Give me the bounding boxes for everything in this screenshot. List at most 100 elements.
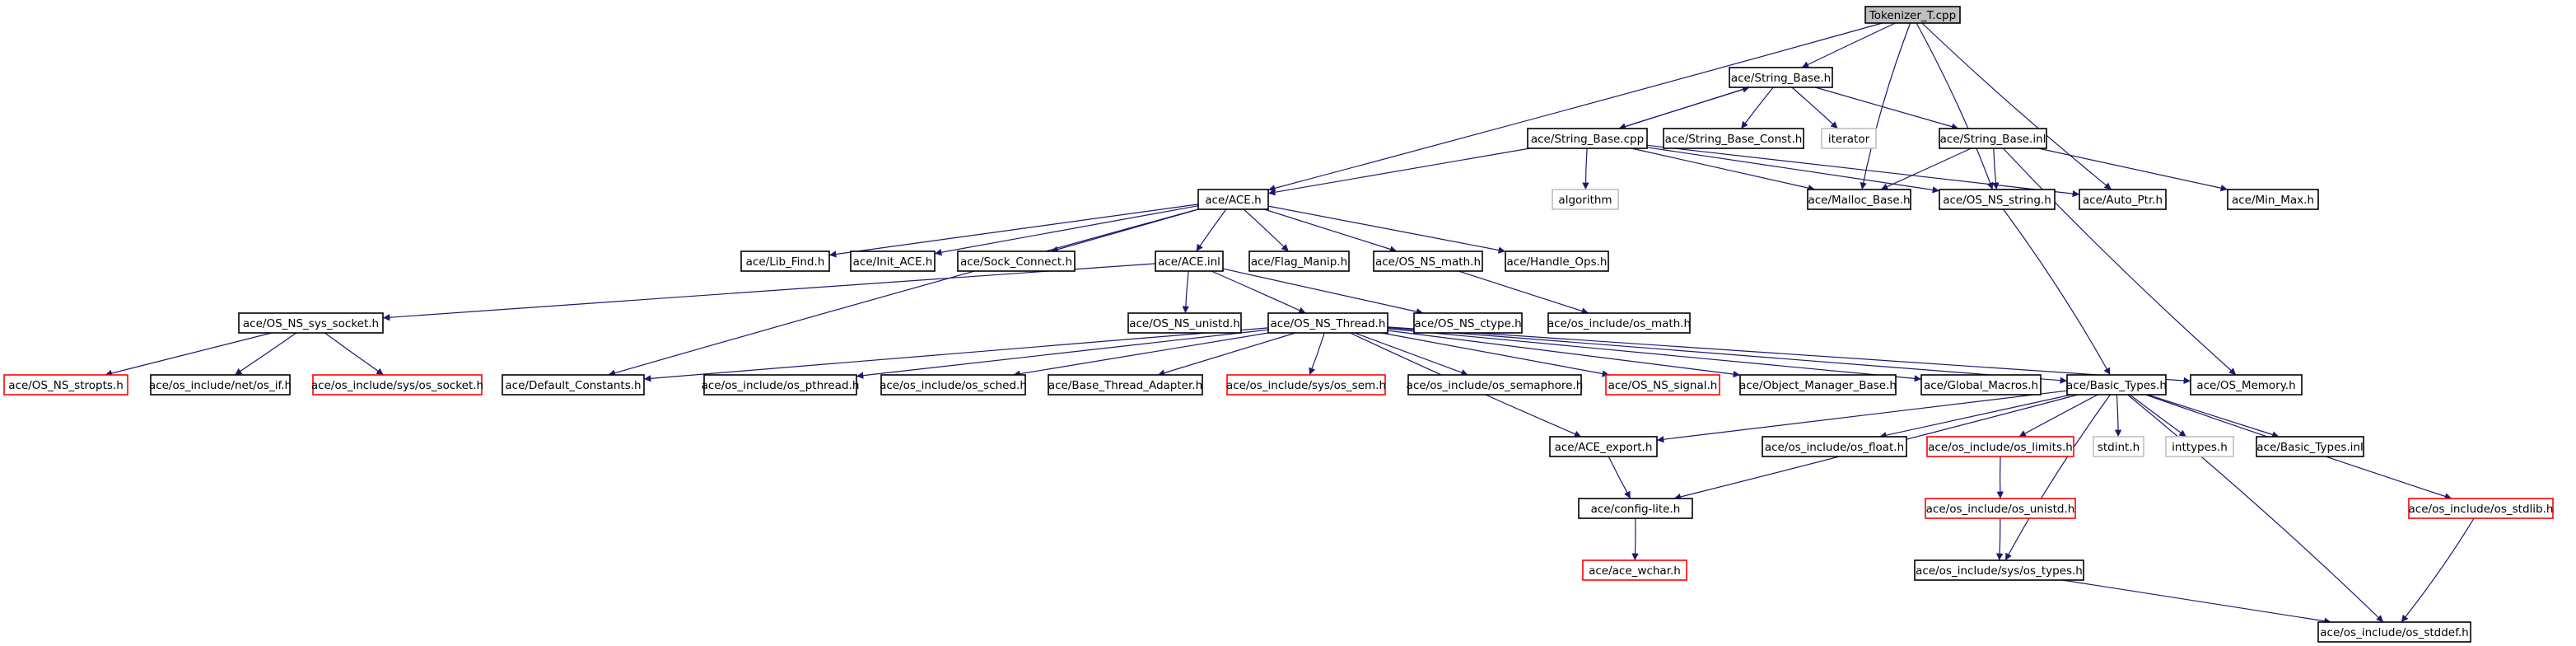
node-wchar[interactable]: ace/ace_wchar.h (1582, 559, 1687, 581)
node-label: ace/os_include/os_pthread.h (702, 379, 860, 392)
node-strbase[interactable]: ace/String_Base.h (1729, 67, 1833, 88)
node-globmac[interactable]: ace/Global_Macros.h (1920, 374, 2042, 396)
edge-tok-to-aceh (1267, 22, 1883, 192)
node-syssocket[interactable]: ace/os_include/sys/os_socket.h (311, 374, 483, 396)
node-osfloat[interactable]: ace/os_include/os_float.h (1762, 436, 1907, 457)
node-label: ace/config-lite.h (1591, 503, 1681, 516)
node-box (502, 374, 645, 396)
dependency-edges (105, 22, 2475, 625)
node-basictypes[interactable]: ace/Basic_Types.h (2066, 374, 2167, 396)
edge-aceh-to-initace (934, 205, 1199, 256)
node-defconst[interactable]: ace/Default_Constants.h (502, 374, 645, 396)
edge-ossyssock-to-stropts (105, 332, 273, 377)
node-box (150, 374, 291, 396)
edge-aceinl-to-osctype (1222, 268, 1424, 316)
node-sched[interactable]: ace/os_include/os_sched.h (880, 374, 1027, 396)
node-flag[interactable]: ace/Flag_Manip.h (1248, 250, 1350, 272)
edge-osthread-to-semaphore (1354, 332, 1468, 377)
file-nodes: Tokenizer_T.cpp ace/String_Base.h ace/Stri… (3, 6, 2554, 643)
node-box (1914, 559, 2084, 581)
node-box (2079, 189, 2167, 210)
edge-tok-to-autoptr (1921, 22, 2112, 190)
node-osstring[interactable]: ace/OS_NS_string.h (1939, 189, 2056, 210)
node-box (1226, 374, 1386, 396)
node-aceexport[interactable]: ace/ACE_export.h (1549, 436, 1658, 457)
node-box (1821, 128, 1877, 149)
edge-osstring-to-basictypes (2003, 208, 2111, 376)
node-pthread[interactable]: ace/os_include/os_pthread.h (702, 374, 860, 396)
edge-basictypes-to-inttypes (2129, 394, 2187, 438)
edge-basictypes-to-btinl (2147, 394, 2280, 438)
node-netif[interactable]: ace/os_include/net/os_if.h (149, 374, 292, 396)
node-label: ace/ACE_export.h (1555, 441, 1653, 454)
node-label: ace/Default_Constants.h (505, 379, 641, 392)
node-stropts[interactable]: ace/OS_NS_stropts.h (3, 374, 128, 396)
node-btinl[interactable]: ace/Basic_Types.inl (2256, 436, 2364, 457)
node-label: ace/String_Base.h (1731, 72, 1831, 85)
edge-osthread-to-ossignal (1381, 332, 1610, 377)
node-box (1739, 374, 1897, 396)
node-strcpp[interactable]: ace/String_Base.cpp (1527, 128, 1648, 149)
node-osunistd[interactable]: ace/OS_NS_unistd.h (1127, 312, 1242, 334)
node-label: Tokenizer_T.cpp (1869, 9, 1956, 22)
edge-osthread-to-sched (1013, 332, 1269, 377)
node-stddef[interactable]: ace/os_include/os_stddef.h (2317, 621, 2471, 643)
node-libfind[interactable]: ace/Lib_Find.h (740, 250, 830, 272)
node-sock[interactable]: ace/Sock_Connect.h (957, 250, 1076, 272)
node-minmax[interactable]: ace/Min_Max.h (2227, 189, 2319, 210)
node-label: ace/OS_Memory.h (2196, 379, 2295, 392)
node-label: ace/Object_Manager_Base.h (1739, 379, 1897, 392)
edge-osthread-to-pthread (856, 329, 1269, 379)
node-box (1729, 67, 1833, 88)
node-configlite[interactable]: ace/config-lite.h (1578, 498, 1693, 519)
edge-strbase-to-strconst (1740, 87, 1774, 129)
node-systypes[interactable]: ace/os_include/sys/os_types.h (1914, 559, 2084, 581)
edge-aceh-to-libfind (828, 204, 1199, 258)
edge-strbase-to-strinl (1815, 87, 1959, 130)
node-strinl[interactable]: ace/String_Base.inl (1939, 128, 2047, 149)
node-autoptr[interactable]: ace/Auto_Ptr.h (2079, 189, 2167, 210)
node-box (2256, 436, 2364, 457)
node-label: ace/os_include/os_math.h (1547, 317, 1691, 330)
node-label: ace/Min_Max.h (2232, 194, 2314, 207)
node-syssem[interactable]: ace/os_include/sys/os_sem.h (1226, 374, 1386, 396)
node-label: ace/String_Base_Const.h (1665, 133, 1803, 146)
node-label: ace/Init_ACE.h (853, 255, 933, 269)
node-incunistd[interactable]: ace/os_include/os_unistd.h (1925, 498, 2076, 519)
node-box (1248, 250, 1350, 272)
node-label: ace/os_include/os_sched.h (880, 379, 1027, 392)
node-basethr[interactable]: ace/Base_Thread_Adapter.h (1048, 374, 1203, 396)
node-label: ace/Auto_Ptr.h (2083, 194, 2163, 207)
node-label: ace/os_include/os_stdlib.h (2409, 503, 2554, 516)
node-osmemory[interactable]: ace/OS_Memory.h (2190, 374, 2303, 396)
node-ossyssock[interactable]: ace/OS_NS_sys_socket.h (238, 312, 384, 334)
node-ossignal[interactable]: ace/OS_NS_signal.h (1605, 374, 1720, 396)
node-osctype[interactable]: ace/OS_NS_ctype.h (1413, 312, 1523, 334)
node-aceh[interactable]: ace/ACE.h (1197, 189, 1269, 210)
node-label: ace/OS_NS_ctype.h (1414, 317, 1521, 330)
node-label: ace/ACE.h (1205, 194, 1261, 207)
node-label: iterator (1828, 133, 1870, 146)
node-label: ace/os_include/os_limits.h (1928, 441, 2073, 454)
node-box (1552, 189, 1619, 210)
node-box (1939, 189, 2056, 210)
node-box (2190, 374, 2303, 396)
node-aceinl[interactable]: ace/ACE.inl (1155, 250, 1224, 272)
node-box (1925, 498, 2076, 519)
node-strconst[interactable]: ace/String_Base_Const.h (1663, 128, 1804, 149)
node-semaphore[interactable]: ace/os_include/os_semaphore.h (1407, 374, 1584, 396)
node-handle[interactable]: ace/Handle_Ops.h (1505, 250, 1609, 272)
node-initace[interactable]: ace/Init_ACE.h (850, 250, 936, 272)
node-box (1807, 189, 1911, 210)
node-osstdlib[interactable]: ace/os_include/os_stdlib.h (2408, 498, 2554, 519)
node-malloc[interactable]: ace/Malloc_Base.h (1807, 189, 1911, 210)
node-objmgr[interactable]: ace/Object_Manager_Base.h (1739, 374, 1897, 396)
node-tok[interactable]: Tokenizer_T.cpp (1864, 6, 1961, 24)
node-incmath[interactable]: ace/os_include/os_math.h (1547, 312, 1691, 334)
node-box (1939, 128, 2047, 149)
node-label: ace/OS_NS_math.h (1375, 255, 1481, 269)
node-oslimits[interactable]: ace/os_include/os_limits.h (1926, 436, 2074, 457)
node-osmath[interactable]: ace/OS_NS_math.h (1373, 250, 1483, 272)
node-osthread[interactable]: ace/OS_NS_Thread.h (1267, 312, 1388, 334)
node-label: ace/os_include/os_semaphore.h (1407, 379, 1584, 392)
